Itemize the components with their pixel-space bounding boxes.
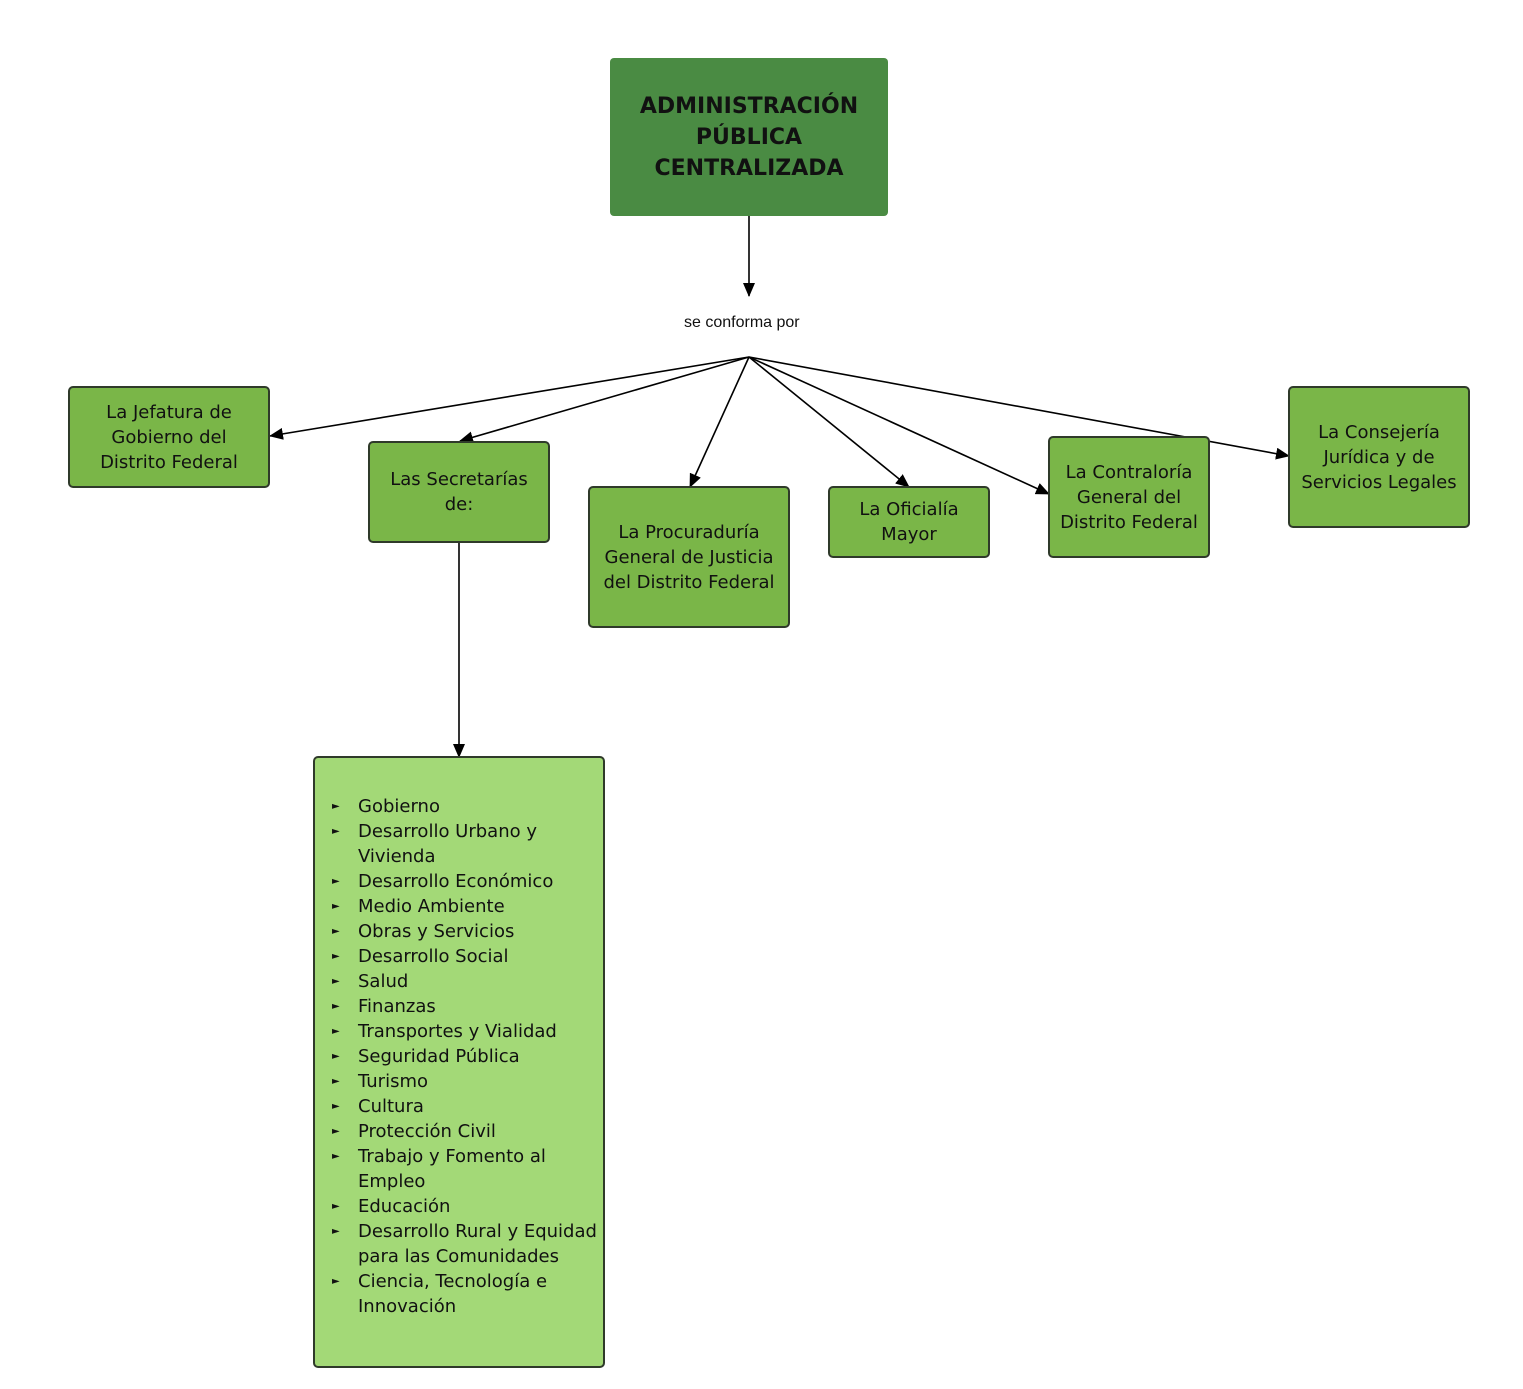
- list-item: ►Desarrollo Social: [332, 946, 509, 967]
- bullet-icon: ►: [332, 1076, 340, 1087]
- connector-to-jefatura: [269, 356, 750, 440]
- node-consejeria: La Consejería Jurídica y de Servicios Le…: [1288, 386, 1470, 528]
- node-procuraduria: La Procuraduría General de Justicia del …: [588, 486, 790, 628]
- bullet-icon: ►: [332, 1026, 340, 1037]
- list-item: ►Ciencia, Tecnología e Innovación: [332, 1271, 548, 1317]
- list-item: ►Trabajo y Fomento al Empleo: [332, 1146, 546, 1192]
- node-contraloria-label: La Contraloría General del Distrito Fede…: [1060, 461, 1198, 533]
- list-item: ►Desarrollo Rural y Equidad para las Com…: [332, 1221, 597, 1267]
- list-item: ►Educación: [332, 1196, 451, 1217]
- root-node: ADMINISTRACIÓN PÚBLICA CENTRALIZADA: [610, 58, 888, 216]
- bullet-icon: ►: [332, 901, 340, 912]
- list-item: ►Medio Ambiente: [332, 896, 505, 917]
- list-item: ►Gobierno: [332, 796, 440, 817]
- root-title: ADMINISTRACIÓN PÚBLICA CENTRALIZADA: [639, 93, 859, 181]
- link-label: se conforma por: [684, 314, 800, 331]
- list-item: ►Cultura: [332, 1096, 424, 1117]
- node-consejeria-label: La Consejería Jurídica y de Servicios Le…: [1301, 421, 1457, 493]
- list-item: ►Protección Civil: [332, 1121, 496, 1142]
- bullet-icon: ►: [332, 1001, 340, 1012]
- bullet-icon: ►: [332, 976, 340, 987]
- list-item: ►Turismo: [332, 1071, 428, 1092]
- connector-to-contraloria: [748, 356, 1050, 495]
- list-item: ►Seguridad Pública: [332, 1046, 520, 1067]
- bullet-icon: ►: [332, 926, 340, 937]
- secretarias-list: ►Gobierno ►Desarrollo Urbano y Vivienda …: [329, 794, 599, 1319]
- connector-to-secretarias: [459, 356, 750, 444]
- node-secretarias-label: Las Secretarías de:: [390, 469, 528, 515]
- bullet-icon: ►: [332, 1126, 340, 1137]
- connector-to-oficialia: [748, 356, 910, 488]
- node-procuraduria-label: La Procuraduría General de Justicia del …: [603, 521, 775, 593]
- list-item: ►Desarrollo Económico: [332, 871, 554, 892]
- node-jefatura-label: La Jefatura de Gobierno del Distrito Fed…: [100, 401, 238, 473]
- bullet-icon: ►: [332, 1276, 340, 1287]
- list-item: ►Obras y Servicios: [332, 921, 515, 942]
- node-oficialia-label: La Oficialía Mayor: [859, 499, 959, 545]
- list-item: ►Salud: [332, 971, 409, 992]
- bullet-icon: ►: [332, 1101, 340, 1112]
- secretarias-list-box: ►Gobierno ►Desarrollo Urbano y Vivienda …: [313, 756, 605, 1368]
- bullet-icon: ►: [332, 826, 340, 837]
- bullet-icon: ►: [332, 801, 340, 812]
- bullet-icon: ►: [332, 876, 340, 887]
- node-oficialia: La Oficialía Mayor: [828, 486, 990, 558]
- list-item: ►Finanzas: [332, 996, 436, 1017]
- bullet-icon: ►: [332, 1051, 340, 1062]
- list-item: ►Desarrollo Urbano y Vivienda: [332, 821, 538, 867]
- bullet-icon: ►: [332, 1201, 340, 1212]
- bullet-icon: ►: [332, 951, 340, 962]
- node-secretarias: Las Secretarías de:: [368, 441, 550, 543]
- list-item: ►Transportes y Vialidad: [332, 1021, 557, 1042]
- connector-to-procuraduria: [689, 356, 750, 488]
- node-jefatura: La Jefatura de Gobierno del Distrito Fed…: [68, 386, 270, 488]
- node-contraloria: La Contraloría General del Distrito Fede…: [1048, 436, 1210, 558]
- bullet-icon: ►: [332, 1151, 340, 1162]
- bullet-icon: ►: [332, 1226, 340, 1237]
